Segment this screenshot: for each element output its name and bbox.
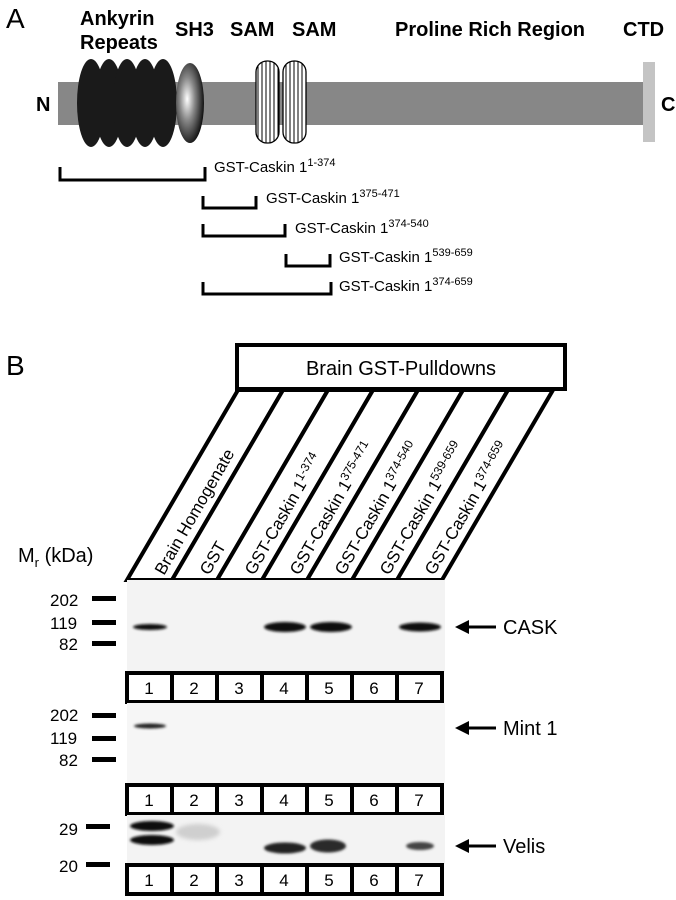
lane-number: 6 (369, 791, 378, 810)
lane-number: 1 (144, 791, 153, 810)
construct-label: GST-Caskin 1374-659 (339, 276, 473, 295)
lane-number-dividers (170, 865, 399, 894)
lane-number: 5 (324, 871, 333, 890)
n-terminus-label: N (36, 94, 50, 116)
lane-number-dividers (170, 673, 399, 702)
construct-bracket (201, 224, 287, 238)
lane-number: 2 (189, 791, 198, 810)
construct-bracket (284, 254, 332, 268)
molecular-weight-label: Mr (kDa) (18, 545, 93, 570)
construct-label: GST-Caskin 1374-540 (295, 218, 429, 237)
lane-number: 6 (369, 679, 378, 698)
construct-brackets (58, 167, 333, 296)
lane-number: 2 (189, 871, 198, 890)
blot-velis (127, 815, 445, 864)
band-lane-4 (264, 622, 306, 632)
ankyrin-repeat (149, 59, 177, 147)
band-lane-7 (406, 842, 434, 850)
blot-mint1 (127, 703, 445, 783)
marker-tick (92, 736, 116, 741)
band-lane-5 (310, 622, 352, 632)
cask-bands (133, 622, 441, 632)
marker-label: 119 (50, 729, 77, 748)
proline-rich-label: Proline Rich Region (395, 19, 585, 41)
blot-target-label: Velis (503, 836, 545, 858)
lane-number: 1 (144, 871, 153, 890)
band-lane-1 (130, 835, 174, 845)
construct-bracket (201, 282, 333, 296)
marker-tick (86, 824, 110, 829)
marker-tick (92, 757, 116, 762)
lane-number: 6 (369, 871, 378, 890)
band-lane-2 (176, 824, 220, 840)
band-lane-1 (134, 723, 166, 729)
band-lane-1 (130, 821, 174, 831)
construct-label: GST-Caskin 1375-471 (266, 188, 400, 207)
band-lane-4 (264, 842, 306, 854)
marker-label: 29 (59, 820, 78, 839)
panel-a-label: A (6, 3, 25, 34)
lane-number: 2 (189, 679, 198, 698)
sam-domain-2 (282, 60, 307, 144)
lane-label-strips (123, 388, 557, 582)
marker-label: 82 (59, 751, 78, 770)
arrow-mint1-icon (455, 721, 469, 735)
sh3-label: SH3 (175, 19, 214, 41)
lane-number: 7 (414, 679, 423, 698)
lane-number: 7 (414, 871, 423, 890)
band-lane-5 (310, 839, 346, 853)
lane-number-row (125, 863, 444, 896)
panel-b-label: B (6, 350, 25, 381)
band-lane-7 (399, 622, 441, 632)
lane-number-dividers (170, 785, 399, 814)
marker-label: 20 (59, 857, 78, 876)
lane-number: 5 (324, 791, 333, 810)
ctd-domain (643, 62, 655, 142)
sam2-label: SAM (292, 19, 336, 41)
construct-label: GST-Caskin 1539-659 (339, 247, 473, 266)
band-lane-1 (133, 624, 167, 630)
construct-bracket (201, 196, 258, 210)
lane-number: 3 (234, 871, 243, 890)
sam1-label: SAM (230, 19, 274, 41)
blot-target-label: Mint 1 (503, 718, 557, 740)
marker-tick (92, 620, 116, 625)
marker-tick (92, 596, 116, 601)
lane-number: 4 (279, 871, 288, 890)
sam-domain-1 (255, 60, 280, 144)
construct-label: GST-Caskin 11-374 (214, 157, 336, 176)
ankyrin-label-line2: Repeats (80, 32, 158, 54)
lane-number: 5 (324, 679, 333, 698)
marker-label: 119 (50, 614, 77, 633)
arrow-velis-icon (455, 839, 469, 853)
lane-number-row (125, 671, 444, 704)
lane-number: 4 (279, 679, 288, 698)
marker-tick (92, 641, 116, 646)
marker-label: 82 (59, 635, 78, 654)
ankyrin-repeats (77, 59, 177, 147)
blot-target-label: CASK (503, 617, 558, 639)
lane-number: 4 (279, 791, 288, 810)
ankyrin-label-line1: Ankyrin (80, 8, 154, 30)
arrow-cask-icon (455, 620, 469, 634)
marker-label: 202 (50, 706, 78, 725)
velis-bands (130, 821, 434, 854)
construct-bracket (58, 167, 207, 182)
marker-tick (92, 713, 116, 718)
pulldown-header: Brain GST-Pulldowns (306, 358, 496, 380)
lane-number: 3 (234, 679, 243, 698)
marker-label: 202 (50, 591, 78, 610)
ctd-label: CTD (623, 19, 664, 41)
sh3-domain (176, 63, 204, 143)
lane-number: 7 (414, 791, 423, 810)
marker-tick (86, 862, 110, 867)
lane-number: 3 (234, 791, 243, 810)
c-terminus-label: C (661, 94, 675, 116)
lane-number: 1 (144, 679, 153, 698)
lane-number-row (125, 783, 444, 816)
